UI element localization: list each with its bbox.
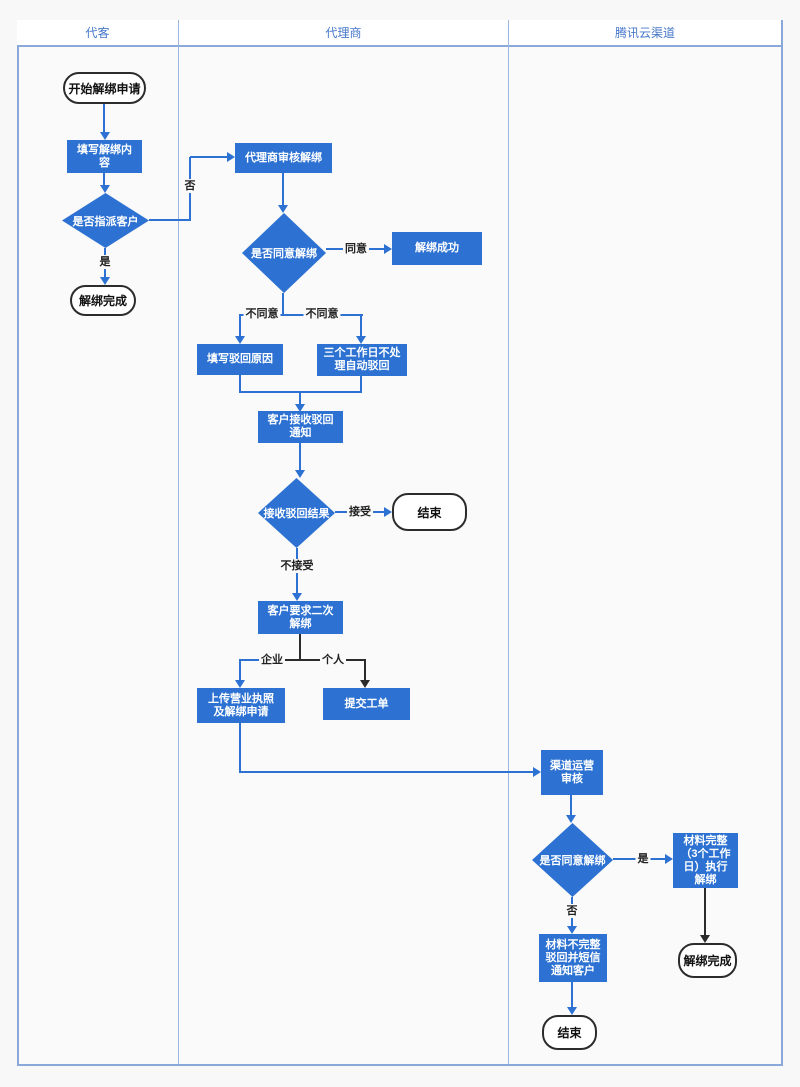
edge-segment (149, 219, 191, 221)
arrowhead (665, 854, 673, 864)
edge-label-no: 否 (182, 179, 198, 193)
edge-segment (103, 104, 105, 133)
terminator-unbind-done-1: 解绑完成 (70, 285, 136, 316)
arrowhead (360, 680, 370, 688)
arrowhead (235, 336, 245, 344)
arrowhead (100, 185, 110, 193)
edge-segment (239, 391, 362, 393)
arrowhead (356, 336, 366, 344)
arrowhead (227, 152, 235, 162)
lane-divider (178, 46, 179, 1064)
swimlane-frame (17, 20, 783, 1066)
edge-segment (570, 795, 572, 816)
process-channel-operation-review: 渠道运营 审核 (541, 750, 603, 795)
lane-header-agent: 代理商 (179, 20, 509, 47)
process-submit-ticket: 提交工单 (323, 688, 410, 720)
edge-segment (571, 982, 573, 1008)
edge-segment (239, 771, 534, 773)
terminator-end-2: 结束 (542, 1015, 597, 1050)
edge-label-agree: 同意 (343, 242, 369, 256)
process-auto-reject-3days: 三个工作日不处 理自动驳回 (317, 344, 407, 376)
edge-label-disagree: 不同意 (243, 307, 281, 321)
process-fill-unbind-content: 填写解绑内 容 (67, 140, 142, 173)
arrowhead (295, 470, 305, 478)
edge-segment (239, 660, 241, 681)
arrowhead (235, 680, 245, 688)
edge-segment (360, 315, 362, 337)
arrowhead (567, 926, 577, 934)
arrowhead (384, 244, 392, 254)
edge-label-personal: 个人 (320, 653, 346, 667)
process-material-complete-execute-unbind: 材料完整 （3个工作 日）执行 解绑 (673, 833, 738, 888)
edge-segment (239, 314, 363, 316)
edge-segment (239, 723, 241, 773)
arrowhead (292, 593, 302, 601)
terminator-unbind-done-2: 解绑完成 (678, 943, 737, 978)
edge-segment (299, 443, 301, 471)
lane-title: 腾讯云渠道 (614, 26, 675, 40)
edge-label-disagree: 不同意 (303, 307, 341, 321)
edge-label-accept: 接受 (347, 505, 373, 519)
lane-header-customer: 代客 (17, 20, 179, 47)
edge-segment (704, 888, 706, 936)
arrowhead (384, 507, 392, 517)
process-customer-receive-reject-notice: 客户接收驳回 通知 (258, 411, 343, 443)
terminator-end-1: 结束 (392, 493, 467, 531)
arrowhead (100, 132, 110, 140)
edge-segment (360, 375, 362, 393)
lane-title: 代理商 (325, 26, 362, 40)
arrowhead (567, 1007, 577, 1015)
process-customer-second-unbind: 客户要求二次 解绑 (258, 601, 343, 634)
terminator-start-unbind-request: 开始解绑申请 (63, 72, 146, 104)
edge-segment (282, 293, 284, 315)
edge-segment (299, 634, 301, 661)
lane-header-tencent-channel: 腾讯云渠道 (509, 20, 781, 47)
arrowhead (700, 935, 710, 943)
lane-divider (508, 46, 509, 1064)
edge-segment (190, 156, 227, 158)
edge-segment (239, 315, 241, 337)
process-upload-business-license: 上传营业执照 及解绑申请 (197, 688, 285, 723)
edge-label-not-accept: 不接受 (278, 559, 316, 573)
edge-label-yes: 是 (635, 852, 651, 866)
process-material-incomplete-reject-sms: 材料不完整 驳回并短信 通知客户 (539, 934, 607, 982)
edge-label-yes: 是 (97, 255, 113, 269)
edge-segment (364, 660, 366, 681)
arrowhead (278, 205, 288, 213)
process-agent-review-unbind: 代理商审核解绑 (235, 143, 332, 173)
edge-segment (103, 173, 105, 186)
edge-segment (299, 393, 301, 405)
edge-label-no: 否 (564, 904, 580, 918)
arrowhead (100, 277, 110, 285)
arrowhead (566, 815, 576, 823)
edge-segment (239, 375, 241, 393)
arrowhead (295, 404, 305, 412)
arrowhead (533, 767, 541, 777)
process-unbind-success: 解绑成功 (392, 232, 482, 265)
lane-title: 代客 (85, 26, 110, 40)
process-fill-reject-reason: 填写驳回原因 (197, 344, 283, 375)
edge-label-enterprise: 企业 (259, 653, 285, 667)
edge-segment (282, 173, 284, 206)
